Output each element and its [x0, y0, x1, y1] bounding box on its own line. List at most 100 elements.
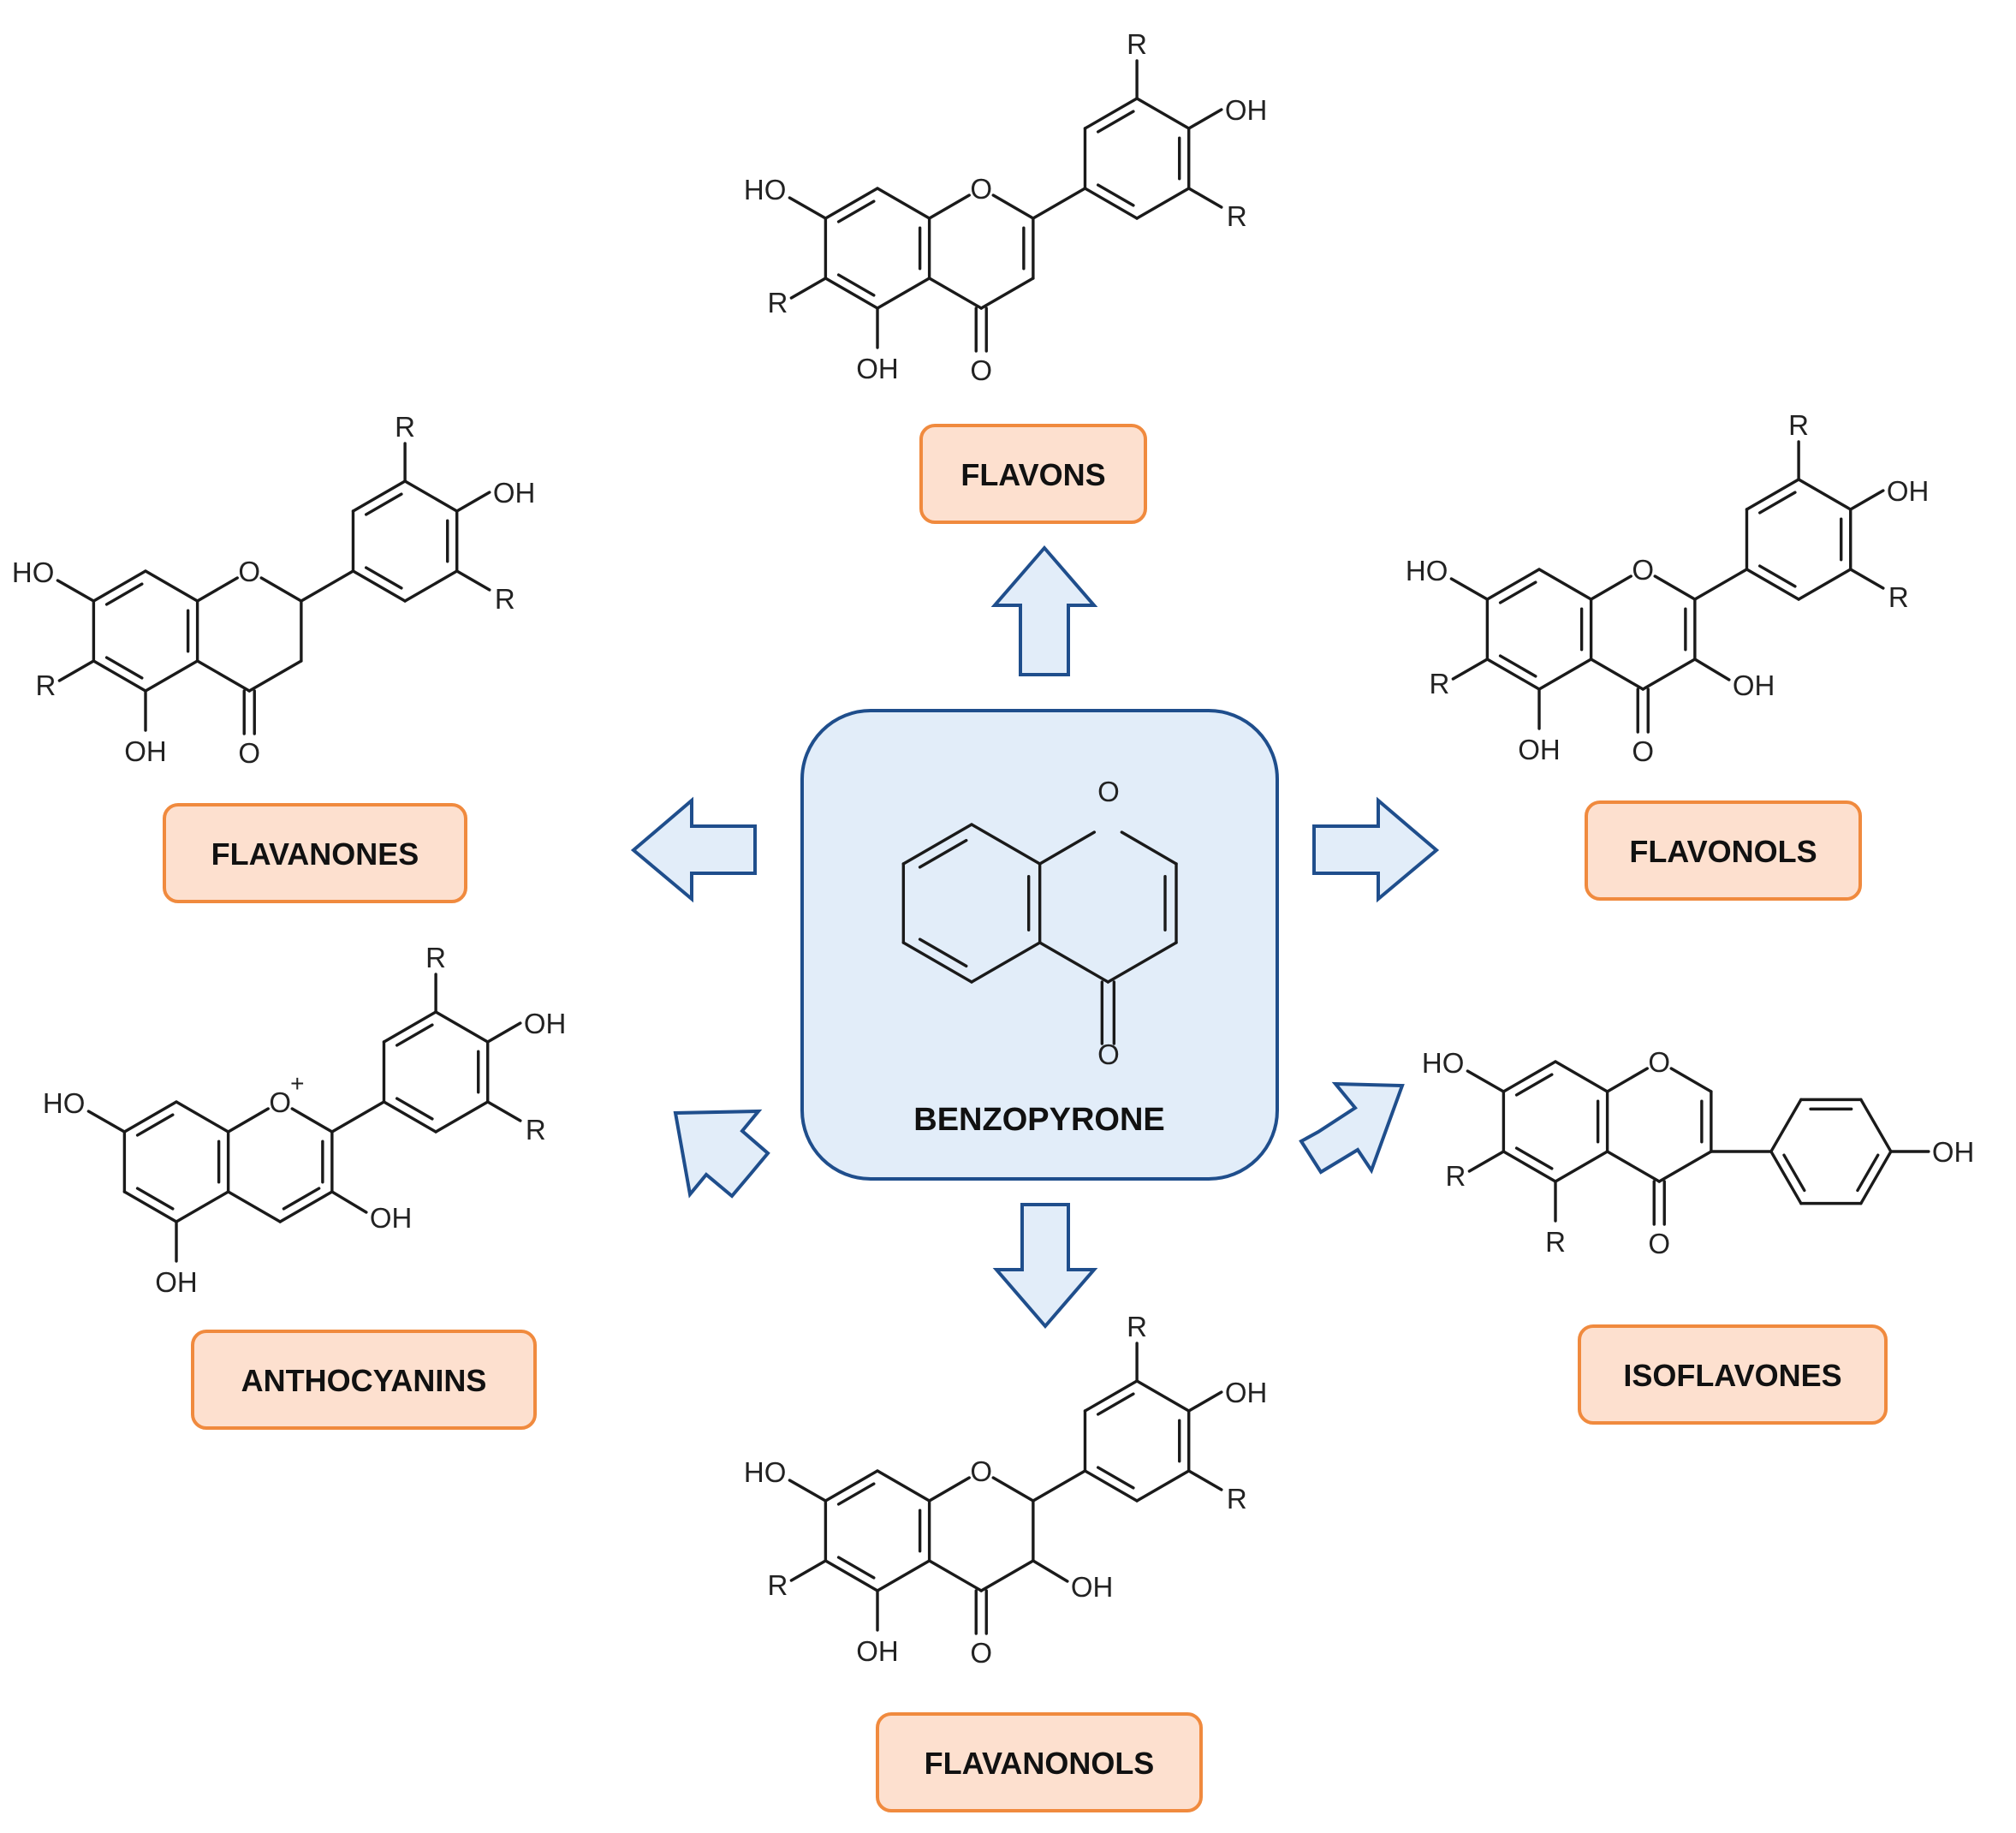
ring-c-bond: [195, 576, 239, 603]
hydroxyl-bond: [788, 196, 828, 220]
arrows: [630, 545, 1440, 1330]
ring-b-bond: [434, 1100, 490, 1134]
para-bond: [1187, 1390, 1223, 1413]
hydroxyl-bond: [86, 1110, 127, 1134]
hydroxyl-bond: [1693, 658, 1731, 681]
hydroxyl-4prime: OH: [524, 1008, 567, 1039]
ring-c-bond: [1120, 830, 1178, 866]
ring-c-bond: [927, 193, 971, 220]
ring-a-bond: [175, 1190, 230, 1223]
para-bond: [455, 491, 491, 513]
double-bond-inner: [1514, 1146, 1554, 1170]
ring-c-bond: [979, 1559, 1035, 1592]
substituent-bond: [1451, 658, 1490, 681]
r-group-5prime: R: [1227, 200, 1247, 232]
hydroxyl-bond: [1032, 1559, 1069, 1583]
ring-c-bond: [1605, 1067, 1649, 1093]
ring-a-bond: [1537, 568, 1593, 601]
meta-bond: [486, 1100, 522, 1122]
ring-c-bond: [226, 1107, 270, 1134]
ring-b-bond: [1859, 1098, 1893, 1153]
benzopyrone-carbonyl-oxygen: O: [1097, 1039, 1120, 1070]
double-bond-inner: [1096, 1392, 1135, 1416]
hydroxyl-5: OH: [155, 1266, 198, 1298]
hydroxyl-bond: [1466, 1069, 1506, 1093]
b-ring-link: [330, 1100, 386, 1134]
ring-c-bond: [278, 1190, 334, 1223]
double-bond-inner: [918, 838, 968, 869]
double-bond-inner: [1096, 183, 1135, 207]
double-bond-inner: [1096, 1466, 1135, 1490]
double-bond-inner: [1514, 1073, 1554, 1097]
b-ring-link: [1693, 568, 1749, 601]
ring-a-bond: [824, 1469, 879, 1503]
ring-b-bond: [403, 569, 459, 603]
ring-a-bond: [970, 941, 1042, 984]
hydroxyl-7: HO: [12, 556, 55, 588]
r-group-5prime: R: [1227, 1483, 1247, 1515]
ring-b-bond: [1083, 1469, 1139, 1503]
meta-bond: [1849, 568, 1885, 590]
label-flavons: FLAVONS: [919, 424, 1147, 524]
double-bond-inner: [395, 1097, 434, 1121]
substituent-bond: [1467, 1150, 1506, 1173]
ring-a-bond: [144, 569, 199, 603]
hydroxyl-3: OH: [1733, 670, 1775, 701]
r-group-3prime: R: [425, 942, 446, 973]
central-label: BENZOPYRONE: [913, 1102, 1164, 1138]
r-group-5prime: R: [495, 583, 515, 615]
hydroxyl-bond: [1449, 577, 1490, 601]
central-panel: O O BENZOPYRONE: [800, 709, 1279, 1181]
ring-a-bond: [1502, 1150, 1557, 1183]
ring-c-bond: [991, 193, 1035, 220]
ring-a-bond: [92, 659, 147, 693]
label-text-flavonols: FLAVONOLS: [1629, 834, 1817, 869]
label-box-flavanones: [163, 803, 467, 903]
label-text-flavanonols: FLAVANONOLS: [925, 1746, 1155, 1781]
ring-oxygen: O: [970, 173, 992, 205]
arrow-to-isoflavones: [1299, 1081, 1405, 1175]
ring-oxygen: O: [970, 1455, 992, 1487]
ring-oxygen: O: [238, 556, 260, 587]
r-group-3prime: R: [1127, 28, 1147, 60]
meta-bond: [1187, 1469, 1223, 1491]
label-anthocyanins: ANTHOCYANINS: [191, 1330, 537, 1430]
label-box-flavanonols: [876, 1712, 1203, 1812]
carbonyl-oxygen: O: [970, 354, 992, 386]
substituent-bond: [57, 659, 96, 682]
r-group-3prime: R: [1788, 409, 1809, 441]
ring-a-bond: [970, 823, 1042, 866]
ring-c-bond: [1589, 574, 1632, 601]
ring-c-bond: [927, 1476, 971, 1503]
double-bond-inner: [1498, 654, 1537, 678]
label-box-flavonols: [1585, 800, 1862, 901]
r-group-3prime: R: [1127, 1311, 1147, 1342]
ring-b-bond: [1135, 97, 1191, 130]
label-text-flavanones: FLAVANONES: [211, 836, 419, 872]
hydroxyl-7: HO: [1406, 555, 1448, 586]
b-ring-link: [1032, 187, 1087, 220]
r-group-5prime: R: [1888, 581, 1909, 613]
para-bond: [1849, 489, 1885, 511]
label-text-anthocyanins: ANTHOCYANINS: [241, 1363, 487, 1398]
ring-b-bond: [434, 1010, 490, 1044]
ring-a-bond: [122, 1100, 178, 1134]
hydroxyl-4prime: OH: [493, 477, 536, 509]
r-group-6: R: [1446, 1160, 1466, 1192]
ring-c-bond: [1669, 1067, 1713, 1093]
ring-c-bond: [979, 277, 1035, 310]
double-bond-inner: [1757, 564, 1797, 588]
hydroxyl-3: OH: [1071, 1571, 1114, 1603]
double-bond-inner: [135, 1113, 175, 1137]
hydroxyl-4prime: OH: [1887, 475, 1930, 507]
hydroxyl-7: HO: [1422, 1047, 1465, 1079]
hydroxyl-4prime: OH: [1225, 94, 1268, 126]
double-bond-inner: [1782, 1153, 1806, 1193]
label-text-flavons: FLAVONS: [960, 457, 1105, 492]
label-flavanonols: FLAVANONOLS: [876, 1712, 1203, 1812]
double-bond-inner: [395, 1023, 434, 1047]
r-group-6: R: [768, 287, 788, 318]
